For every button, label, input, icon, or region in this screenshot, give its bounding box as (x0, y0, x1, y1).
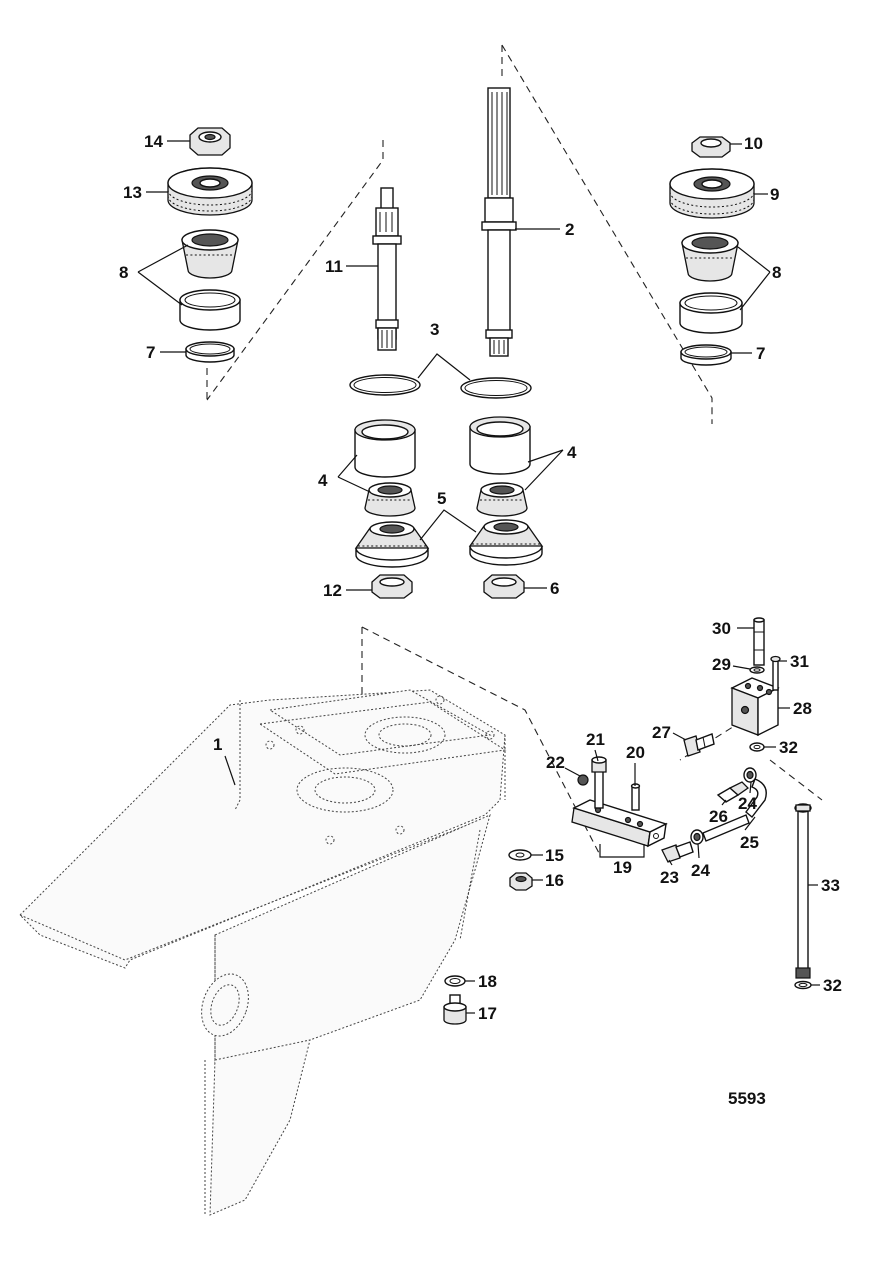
bearing-cup-left-stack (179, 289, 241, 331)
elbow-27 (683, 733, 715, 757)
callout-12: 12 (323, 581, 342, 600)
callout-18: 18 (478, 972, 497, 991)
washer-29 (749, 666, 765, 674)
callout-7-left: 7 (146, 343, 155, 362)
shaft-2 (481, 87, 517, 357)
callout-29: 29 (712, 655, 731, 674)
callout-32-upper: 32 (779, 738, 798, 757)
o-ring-32-upper (749, 742, 765, 752)
callout-24-lower: 24 (691, 861, 710, 880)
callout-31: 31 (790, 652, 809, 671)
bearing-cup-right-stack (679, 292, 743, 334)
nut-14 (189, 127, 231, 156)
pin-20 (630, 783, 641, 811)
callout-19: 19 (613, 858, 632, 877)
callout-13: 13 (123, 183, 142, 202)
gear-13 (167, 167, 253, 216)
figure-number: 5593 (728, 1089, 766, 1108)
pin-30 (753, 617, 765, 666)
washer-18 (444, 975, 466, 987)
callout-20: 20 (626, 743, 645, 762)
nut-16 (509, 872, 533, 891)
callout-4-left: 4 (318, 471, 328, 490)
callout-25: 25 (740, 833, 759, 852)
bearing-cone-left-stack (181, 229, 239, 279)
fitting-26 (716, 781, 750, 803)
shim-7-right (680, 344, 732, 366)
washer-24-upper (743, 767, 757, 783)
callout-14: 14 (144, 132, 163, 151)
callout-23: 23 (660, 868, 679, 887)
nut-12 (371, 574, 413, 599)
callout-28: 28 (793, 699, 812, 718)
callout-15: 15 (545, 846, 564, 865)
plug-17 (443, 994, 467, 1025)
ball-22 (577, 774, 589, 786)
bearing-cup-left (354, 419, 416, 478)
callout-1: 1 (213, 735, 222, 754)
shaft-11 (372, 187, 402, 351)
nut-6 (483, 574, 525, 599)
callout-8-left: 8 (119, 263, 128, 282)
bevel-gear-left (354, 521, 430, 568)
leader-lines (137, 140, 820, 1014)
callout-10: 10 (744, 134, 763, 153)
shim-7-left (185, 341, 235, 363)
callout-33: 33 (821, 876, 840, 895)
gearcase-housing (19, 689, 507, 1216)
callout-22: 22 (546, 753, 565, 772)
callout-9: 9 (770, 185, 779, 204)
callout-7-right: 7 (756, 344, 765, 363)
washer-24-lower (690, 829, 704, 845)
block-28 (730, 677, 780, 737)
o-ring-32-lower (794, 980, 812, 990)
callout-8-right: 8 (772, 263, 781, 282)
screw-31 (770, 655, 781, 691)
callout-32-lower: 32 (823, 976, 842, 995)
block-19 (571, 799, 668, 848)
callout-4-right: 4 (567, 443, 577, 462)
callout-labels: 1 2 3 4 4 5 6 7 7 8 8 9 10 11 12 13 14 1… (119, 132, 842, 1108)
elbow-23 (661, 841, 694, 863)
gear-9 (669, 168, 755, 219)
callout-11: 11 (325, 257, 343, 276)
callout-5: 5 (437, 489, 446, 508)
screw-21 (591, 756, 607, 809)
callout-27: 27 (652, 723, 671, 742)
bearing-cone-right (476, 482, 528, 517)
callout-16: 16 (545, 871, 564, 890)
washer-15 (508, 849, 532, 861)
callout-3: 3 (430, 320, 439, 339)
callout-30: 30 (712, 619, 731, 638)
callout-24-upper: 24 (738, 794, 757, 813)
callout-17: 17 (478, 1004, 497, 1023)
callout-2: 2 (565, 220, 574, 239)
callout-6: 6 (550, 579, 559, 598)
callout-21: 21 (586, 730, 605, 749)
callout-26: 26 (709, 807, 728, 826)
tube-33 (794, 803, 812, 979)
bearing-cone-left (364, 482, 416, 517)
hose-25 (702, 778, 767, 842)
bearing-cone-right-stack (681, 232, 739, 282)
bevel-gear-right (468, 519, 544, 566)
o-rings-3 (349, 374, 532, 399)
nut-10 (691, 136, 731, 158)
bearing-cup-right (469, 416, 531, 475)
